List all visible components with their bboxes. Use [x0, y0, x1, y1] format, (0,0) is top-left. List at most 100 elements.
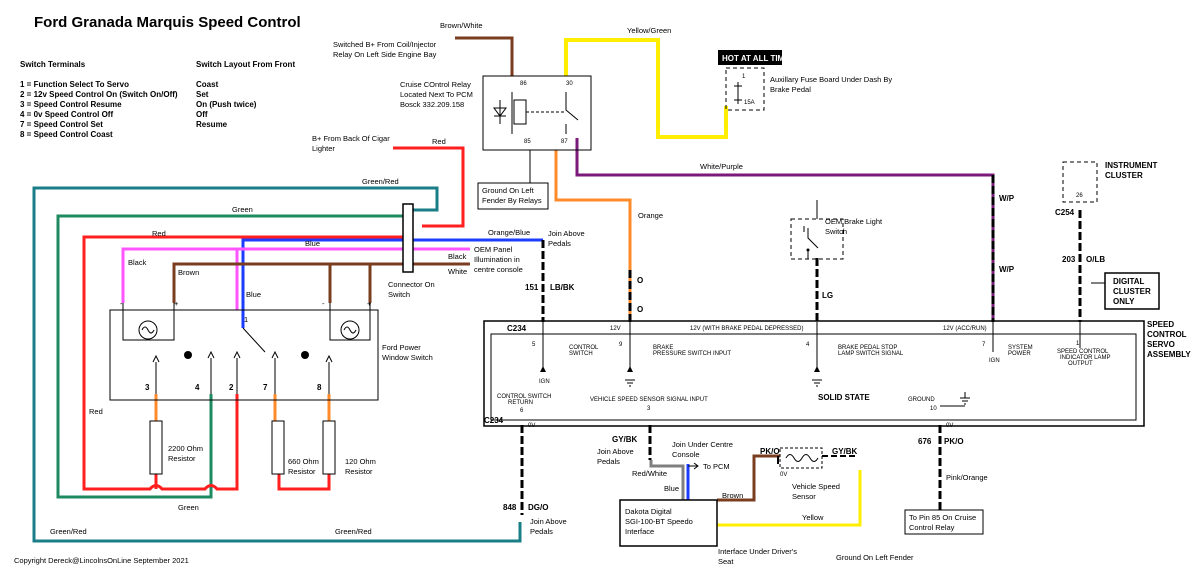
dakota-label: Dakota Digital	[625, 507, 672, 516]
connector-body	[402, 203, 414, 273]
cruise-relay: 86 30 85 87 Cruise COntrol Relay Located…	[312, 40, 592, 210]
label-red-top: Red	[432, 137, 446, 146]
lamp-left-filament	[141, 326, 155, 334]
fn-control-switch: CONTROL	[569, 345, 599, 351]
relay-coil	[513, 99, 527, 125]
pin-3-label: 3	[145, 383, 150, 392]
layout-item: Resume	[196, 120, 228, 129]
dakota-label: Interface	[625, 527, 654, 536]
resistors: 2200 Ohm Resistor 660 Ohm Resistor 120 O…	[149, 420, 376, 476]
servo-12v-acc: 12V (ACC/RUN)	[943, 326, 987, 332]
label-red-left: Red	[89, 407, 103, 416]
fuse-rating: 15A	[744, 100, 755, 106]
label-yellow-green: Yellow/Green	[627, 26, 671, 35]
cluster-label: INSTRUMENT	[1105, 161, 1158, 170]
relay-diode	[493, 92, 513, 134]
servo-label: CONTROL	[1147, 330, 1187, 339]
relay-switched-b: Switched B+ From Coil/Injector	[333, 40, 437, 49]
copyright-text: Copyright Dereck@LincolnsOnLine Septembe…	[14, 556, 189, 565]
switch-connector: Connector On Switch	[388, 203, 435, 299]
wire-yellow-green	[564, 38, 728, 139]
label-join-pedals-dg: Join Above	[530, 517, 567, 526]
relay-b-plus: Lighter	[312, 144, 335, 153]
cluster-pin: 26	[1076, 193, 1083, 199]
lamp-left-icon	[138, 320, 158, 340]
wire-blue-left	[241, 238, 403, 328]
label-join-pedals-dg: Pedals	[530, 527, 553, 536]
diagram-title: Ford Granada Marquis Speed Control	[34, 14, 301, 31]
fuse-symbol	[734, 82, 742, 104]
label-oem-panel: Illumination in	[474, 255, 520, 264]
servo-12v-brake: 12V (WITH BRAKE PEDAL DEPRESSED)	[690, 326, 803, 332]
ground-symbol-4	[812, 379, 822, 387]
switch-layout-legend: Switch Layout From Front Coast Set On (P…	[196, 60, 295, 129]
brake-switch-symbol	[803, 226, 819, 259]
label-green-red-top: Green/Red	[362, 177, 399, 186]
wire-orange	[554, 150, 632, 322]
contact-right	[301, 351, 309, 359]
cluster-wire-color: O/LB	[1086, 255, 1105, 264]
label-green-top: Green	[232, 205, 253, 214]
switch-pins	[155, 358, 330, 394]
resistor-120	[322, 420, 336, 475]
interface-under-label: Interface Under Driver's	[718, 547, 797, 556]
vss-sensor-box	[779, 447, 823, 469]
wire-resistor-return	[154, 474, 331, 491]
switch-terminals-heading: Switch Terminals	[20, 60, 86, 69]
fn-brake-input: BRAKE	[653, 345, 673, 351]
relay-desc: Bosck 332.209.158	[400, 100, 464, 109]
wire-brown-lower	[717, 454, 780, 502]
terminal-item: 3 = Speed Control Resume	[20, 100, 122, 109]
wire-green-red-outer	[32, 186, 522, 543]
layout-item: Off	[196, 110, 208, 119]
ground-symbol-9	[625, 379, 635, 387]
fuse-desc: Brake Pedal	[770, 85, 811, 94]
label-red-mid: Red	[152, 229, 166, 238]
layout-item: Set	[196, 90, 209, 99]
resistor-2200-label: 2200 Ohm	[168, 444, 203, 453]
terminal-item: 4 = 0v Speed Control Off	[20, 110, 113, 119]
fn-ign-left: IGN	[539, 379, 550, 385]
motor-minus-left: -	[120, 299, 123, 308]
pin-8-label: 8	[317, 383, 322, 392]
label-brown-lower: Brown	[722, 491, 743, 500]
servo-inner	[490, 333, 1137, 421]
wire-151-label: 151	[525, 283, 539, 292]
resistor-120-label: 120 Ohm	[345, 457, 376, 466]
label-join-pedals-gy: Pedals	[597, 457, 620, 466]
resistor-660	[271, 420, 285, 475]
label-join-above: Join Above	[548, 229, 585, 238]
wire-lbbk-label: LB/BK	[550, 283, 575, 292]
label-orange-blue: Orange/Blue	[488, 228, 530, 237]
servo-12v-left: 12V	[610, 326, 621, 332]
pin-7-label: 7	[263, 383, 268, 392]
relay-contact	[565, 92, 579, 134]
label-join-centre: Console	[672, 450, 700, 459]
label-pink-orange: Pink/Orange	[946, 473, 988, 482]
interface-under-label: Seat	[718, 557, 734, 566]
fn-ground: GROUND	[908, 397, 935, 403]
speed-control-servo: SPEED CONTROL SERVO ASSEMBLY C234 C234 1…	[483, 194, 1191, 512]
cluster-connector: C254	[1055, 208, 1075, 217]
terminal-item: 1 = Function Select To Servo	[20, 80, 129, 89]
digital-cluster-box	[1104, 272, 1160, 310]
cluster-wire-number: 203	[1062, 255, 1076, 264]
resistor-2200-label: Resistor	[168, 454, 196, 463]
resistor-660-label: 660 Ohm	[288, 457, 319, 466]
fn-system-power: POWER	[1008, 351, 1031, 357]
lamp-bracket-left	[122, 303, 175, 341]
lower-section: Join Above Pedals Join Under Centre Cons…	[530, 440, 988, 566]
wire-yellow-lower	[717, 470, 862, 527]
resistor-120-label: Resistor	[345, 467, 373, 476]
wire-black-left	[121, 247, 403, 303]
ground-box	[477, 182, 549, 210]
label-blue-mid: Blue	[246, 290, 261, 299]
motor-minus-right: -	[322, 299, 325, 308]
servo-pin-10: 10	[930, 406, 937, 412]
label-pedals: Pedals	[548, 239, 571, 248]
wire-676-label: 676	[918, 437, 932, 446]
terminal-1-label: 1	[244, 315, 248, 324]
wire-red-b-plus	[393, 146, 465, 228]
servo-pin-5: 5	[532, 342, 536, 348]
lamp-right-icon	[340, 320, 360, 340]
